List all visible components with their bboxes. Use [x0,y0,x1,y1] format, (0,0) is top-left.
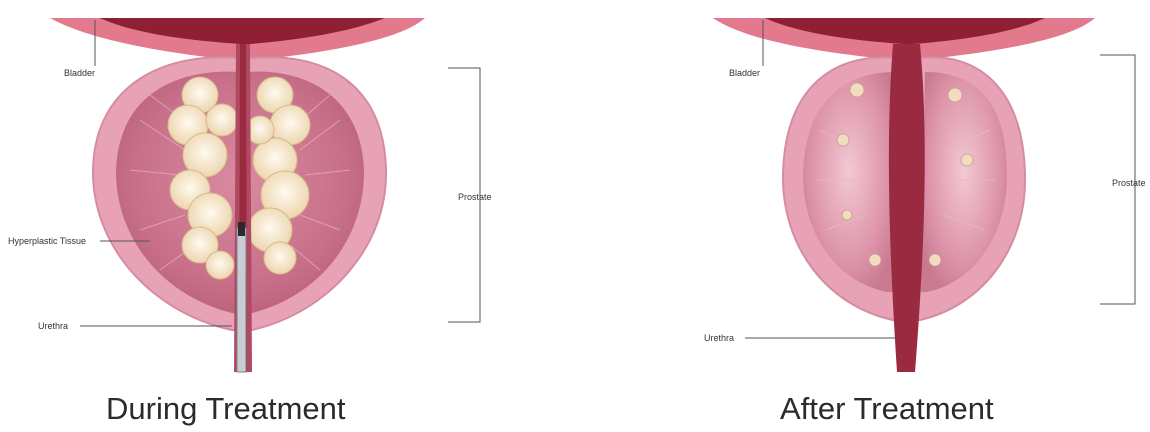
after-treatment-illustration [575,0,1150,432]
after-treatment-caption: After Treatment [780,391,994,427]
during-treatment-caption: During Treatment [106,391,346,427]
during-treatment-panel: Bladder Prostate Hyperplastic Tissue Ure… [0,0,575,432]
prostate-label: Prostate [1112,178,1146,188]
urethra-label: Urethra [38,321,68,331]
after-treatment-panel: Bladder Prostate Urethra After Treatment [575,0,1150,432]
urethra [889,44,925,372]
bladder-label: Bladder [64,68,95,78]
treatment-probe [237,228,246,372]
urethra-label: Urethra [704,333,734,343]
during-treatment-illustration [0,0,575,432]
prostate-label: Prostate [458,192,492,202]
hyperplastic-tissue-label: Hyperplastic Tissue [8,236,86,246]
bladder-label: Bladder [729,68,760,78]
